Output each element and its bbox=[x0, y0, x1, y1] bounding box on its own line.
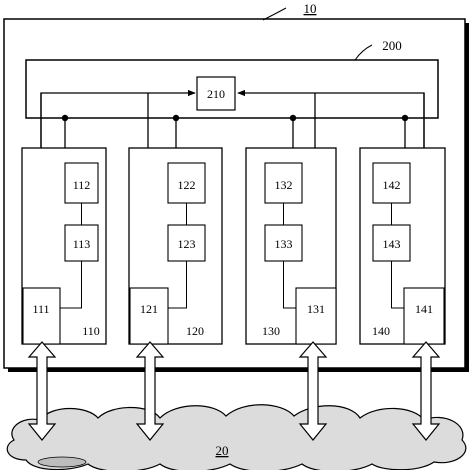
unit-133-label: 133 bbox=[275, 237, 293, 251]
module-140-label: 140 bbox=[372, 324, 390, 338]
module-130-label: 130 bbox=[262, 324, 280, 338]
network-cloud-shade bbox=[37, 456, 87, 468]
unit-132-box bbox=[264, 162, 303, 204]
unit-123-label: 123 bbox=[178, 237, 196, 251]
unit-122-box bbox=[167, 162, 206, 204]
link-133-131 bbox=[283, 261, 296, 309]
bus-junction-dot bbox=[289, 114, 297, 122]
system-label: 10 bbox=[304, 1, 317, 16]
module-120-label: 120 bbox=[186, 324, 204, 338]
port-111-label: 111 bbox=[32, 302, 49, 316]
port-141-box bbox=[403, 287, 445, 345]
module-110: 112 113 111 110 bbox=[21, 147, 107, 345]
bus-loop bbox=[25, 59, 439, 119]
unit-132-label: 132 bbox=[275, 178, 293, 192]
port-141-label: 141 bbox=[415, 302, 433, 316]
io-arrow-130 bbox=[298, 341, 328, 441]
module-110-label: 110 bbox=[82, 324, 100, 338]
system-label-leader bbox=[262, 7, 287, 21]
controller-label: 210 bbox=[207, 87, 225, 101]
module-140: 142 143 141 140 bbox=[359, 147, 446, 345]
double-arrow bbox=[298, 341, 328, 441]
port-121-label: 121 bbox=[140, 302, 158, 316]
unit-113-label: 113 bbox=[73, 237, 91, 251]
bus-label: 200 bbox=[382, 38, 402, 53]
unit-122-label: 122 bbox=[178, 178, 196, 192]
port-131-label: 131 bbox=[307, 302, 325, 316]
unit-142-box bbox=[372, 162, 411, 204]
controller-box bbox=[196, 76, 236, 111]
io-arrow-140 bbox=[411, 341, 441, 441]
link-113-111 bbox=[60, 261, 82, 309]
unit-142-label: 142 bbox=[383, 178, 401, 192]
double-arrow bbox=[135, 341, 165, 441]
unit-143-box bbox=[372, 224, 411, 262]
unit-123-box bbox=[167, 224, 206, 262]
bus-label-leader bbox=[354, 44, 373, 61]
module-120: 122 123 121 120 bbox=[128, 147, 223, 345]
unit-112-label: 112 bbox=[73, 178, 91, 192]
link-123-121 bbox=[168, 261, 187, 309]
module-130: 132 133 131 130 bbox=[245, 147, 337, 345]
double-arrow bbox=[27, 341, 57, 441]
bus-junction-dot bbox=[61, 114, 69, 122]
port-121-box bbox=[129, 287, 169, 345]
bus-junction-dot bbox=[401, 114, 409, 122]
unit-143-label: 143 bbox=[383, 237, 401, 251]
io-arrow-110 bbox=[27, 341, 57, 441]
port-131-box bbox=[295, 287, 337, 345]
double-arrow bbox=[411, 341, 441, 441]
bus-junction-dot bbox=[172, 114, 180, 122]
unit-112-box bbox=[64, 162, 99, 204]
io-arrow-120 bbox=[135, 341, 165, 441]
network-label: 20 bbox=[216, 443, 229, 458]
unit-133-box bbox=[264, 224, 303, 262]
port-111-box bbox=[22, 287, 61, 345]
link-143-141 bbox=[391, 261, 404, 309]
